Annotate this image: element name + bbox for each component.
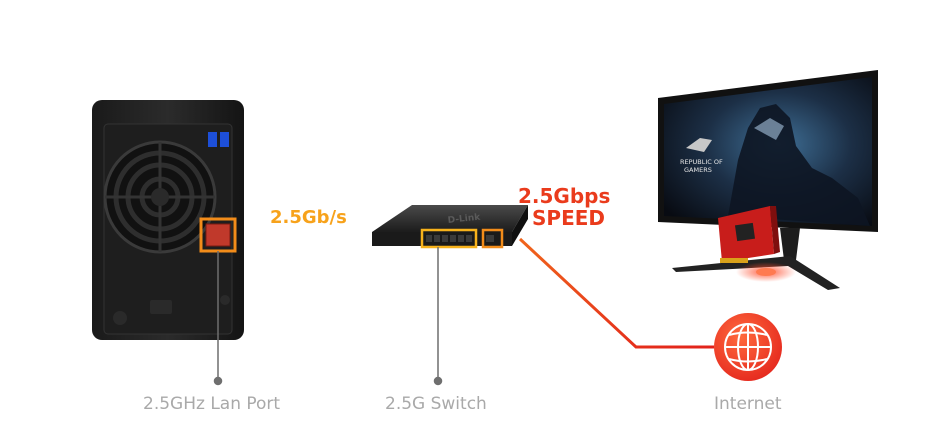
pc-link-speed-line1: 2.5Gbps xyxy=(518,184,611,208)
network-switch: D-Link xyxy=(372,205,528,249)
switch-brand: D-Link xyxy=(447,213,481,226)
switch-ports-highlight xyxy=(420,228,478,249)
nas-device xyxy=(92,100,244,340)
rog-logo-icon xyxy=(686,138,712,152)
link-switch-to-internet xyxy=(518,237,714,349)
internet-globe-icon xyxy=(714,313,782,381)
monitor-brand-line2: GAMERS xyxy=(684,166,712,174)
nas-fan-icon xyxy=(103,140,217,254)
nas-lan-port xyxy=(205,223,231,247)
switch-label: 2.5G Switch xyxy=(385,394,487,414)
nas-usb-ports xyxy=(208,132,229,147)
callout-lines xyxy=(213,247,443,386)
internet-label: Internet xyxy=(714,394,782,414)
network-card xyxy=(718,206,780,263)
nas-link-speed-label: 2.5Gb/s xyxy=(270,207,347,228)
gaming-monitor: REPUBLIC OF GAMERS xyxy=(658,70,878,290)
pc-link-speed-line2: SPEED xyxy=(532,206,605,230)
nas-port-label: 2.5GHz Lan Port xyxy=(143,394,281,414)
monitor-brand-line1: REPUBLIC OF xyxy=(680,158,723,166)
switch-uplink-highlight xyxy=(481,228,504,249)
